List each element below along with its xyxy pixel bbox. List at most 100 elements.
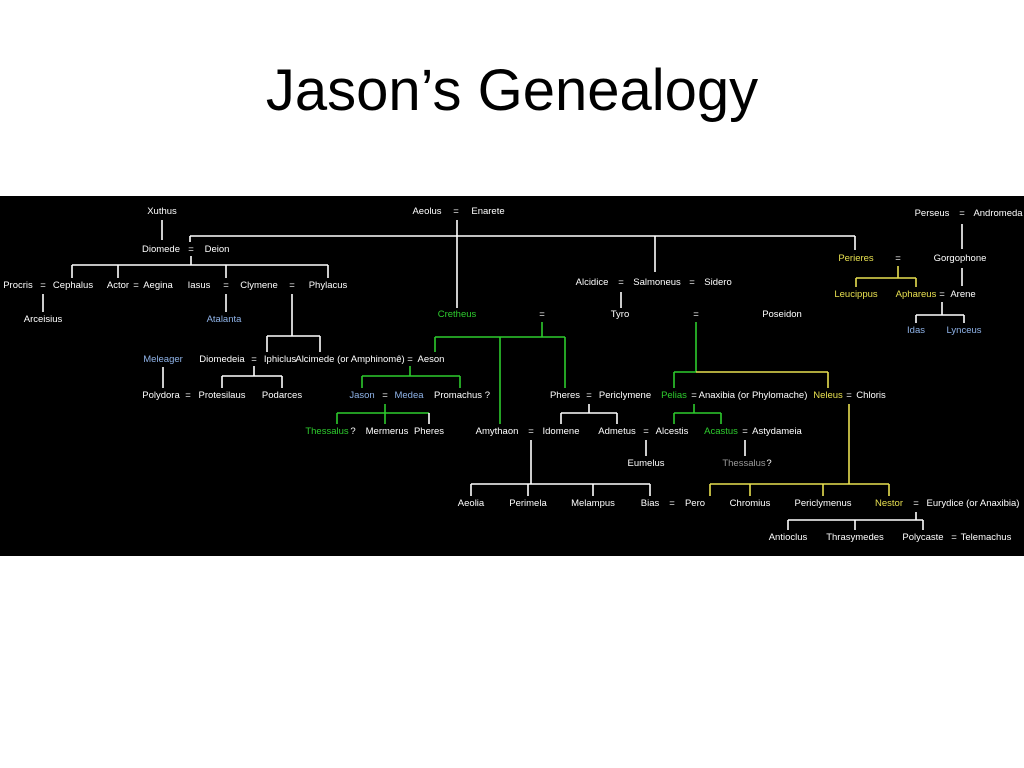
person-periclymenus: Periclymenus [794, 498, 852, 509]
person-aegina: Aegina [143, 280, 173, 291]
person-sidero: Sidero [704, 277, 732, 288]
person-eq-ss: = [689, 277, 695, 288]
person-medea: Medea [394, 390, 424, 401]
person-q2: ? [766, 458, 772, 469]
person-perseus: Perseus [914, 208, 950, 219]
person-pero: Pero [684, 498, 706, 509]
person-admetus: Admetus [598, 426, 636, 437]
person-andromeda: Andromeda [973, 208, 1023, 219]
person-eq-pp: = [185, 390, 191, 401]
person-thrasymedes: Thrasymedes [826, 532, 884, 543]
person-telemachus: Telemachus [960, 532, 1012, 543]
person-eq-phpe: = [586, 390, 592, 401]
person-eumelus: Eumelus [627, 458, 665, 469]
person-eurydice: Eurydice (or Anaxibia) [926, 498, 1020, 509]
person-leucippus: Leucippus [834, 289, 878, 300]
person-iasus: Iasus [187, 280, 211, 291]
person-promachus: Promachus ? [434, 390, 490, 401]
person-cephalus: Cephalus [52, 280, 94, 291]
person-salmoneus: Salmoneus [633, 277, 681, 288]
person-meleager: Meleager [143, 354, 183, 365]
person-eq-pan: = [691, 390, 697, 401]
person-arceisius: Arceisius [23, 314, 63, 325]
person-eq-di: = [251, 354, 257, 365]
person-nestor: Nestor [875, 498, 903, 509]
person-melampus: Melampus [571, 498, 615, 509]
person-eq-alae: = [407, 354, 413, 365]
person-atalanta: Atalanta [206, 314, 242, 325]
person-antioclus: Antioclus [768, 532, 808, 543]
person-chloris: Chloris [856, 390, 886, 401]
slide-title: Jason’s Genealogy [265, 58, 759, 123]
person-arene: Arene [950, 289, 976, 300]
person-eq-aa: = [133, 280, 139, 291]
person-diomedeia: Diomedeia [199, 354, 245, 365]
person-eq-as: = [618, 277, 624, 288]
person-pheres-j: Pheres [413, 426, 445, 437]
person-eq-cp: = [289, 280, 295, 291]
person-clymene: Clymene [240, 280, 278, 291]
person-chromius: Chromius [729, 498, 771, 509]
person-thessalus1: Thessalus [305, 426, 349, 437]
person-eq-ct: = [539, 309, 545, 320]
person-eq-ar: = [939, 289, 945, 300]
person-eq-tp: = [693, 309, 699, 320]
person-protesilaus: Protesilaus [198, 390, 246, 401]
person-jason: Jason [349, 390, 375, 401]
person-lynceus: Lynceus [946, 325, 982, 336]
person-polycaste: Polycaste [902, 532, 944, 543]
person-perimela: Perimela [509, 498, 547, 509]
person-eq-aas: = [742, 426, 748, 437]
person-eq-ae: = [453, 206, 459, 217]
person-eq-nc: = [846, 390, 852, 401]
person-eq-dd: = [188, 244, 194, 255]
person-pelias: Pelias [661, 390, 687, 401]
person-poseidon: Poseidon [762, 309, 802, 320]
person-pheres-s: Pheres [549, 390, 581, 401]
person-thessalus2: Thessalus [722, 458, 766, 469]
person-eq-pa: = [959, 208, 965, 219]
person-eq-pg: = [895, 253, 901, 264]
person-tyro: Tyro [610, 309, 630, 320]
person-eq-aal: = [643, 426, 649, 437]
person-neleus: Neleus [813, 390, 843, 401]
person-deion: Deion [204, 244, 230, 255]
person-polydora: Polydora [142, 390, 180, 401]
person-periclymene: Periclymene [598, 390, 652, 401]
person-anaxibia-p: Anaxibia (or Phylomache) [698, 390, 808, 401]
person-bias: Bias [640, 498, 660, 509]
person-eq-ne: = [913, 498, 919, 509]
person-mermerus: Mermerus [365, 426, 409, 437]
person-iphiclus: Iphiclus [263, 354, 297, 365]
person-astydameia: Astydameia [752, 426, 802, 437]
person-alcimede: Alcimede (or Amphinomê) [295, 354, 405, 365]
person-enarete: Enarete [471, 206, 505, 217]
person-alcidice: Alcidice [575, 277, 609, 288]
person-eq-ic: = [223, 280, 229, 291]
person-eq-ai: = [528, 426, 534, 437]
person-phylacus: Phylacus [308, 280, 348, 291]
person-aeolus: Aeolus [412, 206, 442, 217]
person-gorgophone: Gorgophone [933, 253, 987, 264]
person-aphareus: Aphareus [895, 289, 937, 300]
person-alcestis: Alcestis [655, 426, 689, 437]
person-actor: Actor [106, 280, 130, 291]
person-idas: Idas [907, 325, 925, 336]
person-acastus: Acastus [704, 426, 738, 437]
person-eq-pt: = [951, 532, 957, 543]
person-cretheus: Cretheus [437, 309, 477, 320]
person-diomede: Diomede [141, 244, 181, 255]
tree-connectors [42, 220, 965, 530]
person-eq-jm: = [382, 390, 388, 401]
person-amythaon: Amythaon [475, 426, 519, 437]
person-eq-pc: = [40, 280, 46, 291]
person-q1: ? [350, 426, 356, 437]
person-idomene: Idomene [542, 426, 580, 437]
person-procris: Procris [3, 280, 33, 291]
person-eq-bp: = [669, 498, 675, 509]
person-aeson: Aeson [417, 354, 445, 365]
person-perieres: Perieres [838, 253, 874, 264]
person-xuthus: Xuthus [147, 206, 177, 217]
person-aeolia: Aeolia [457, 498, 485, 509]
